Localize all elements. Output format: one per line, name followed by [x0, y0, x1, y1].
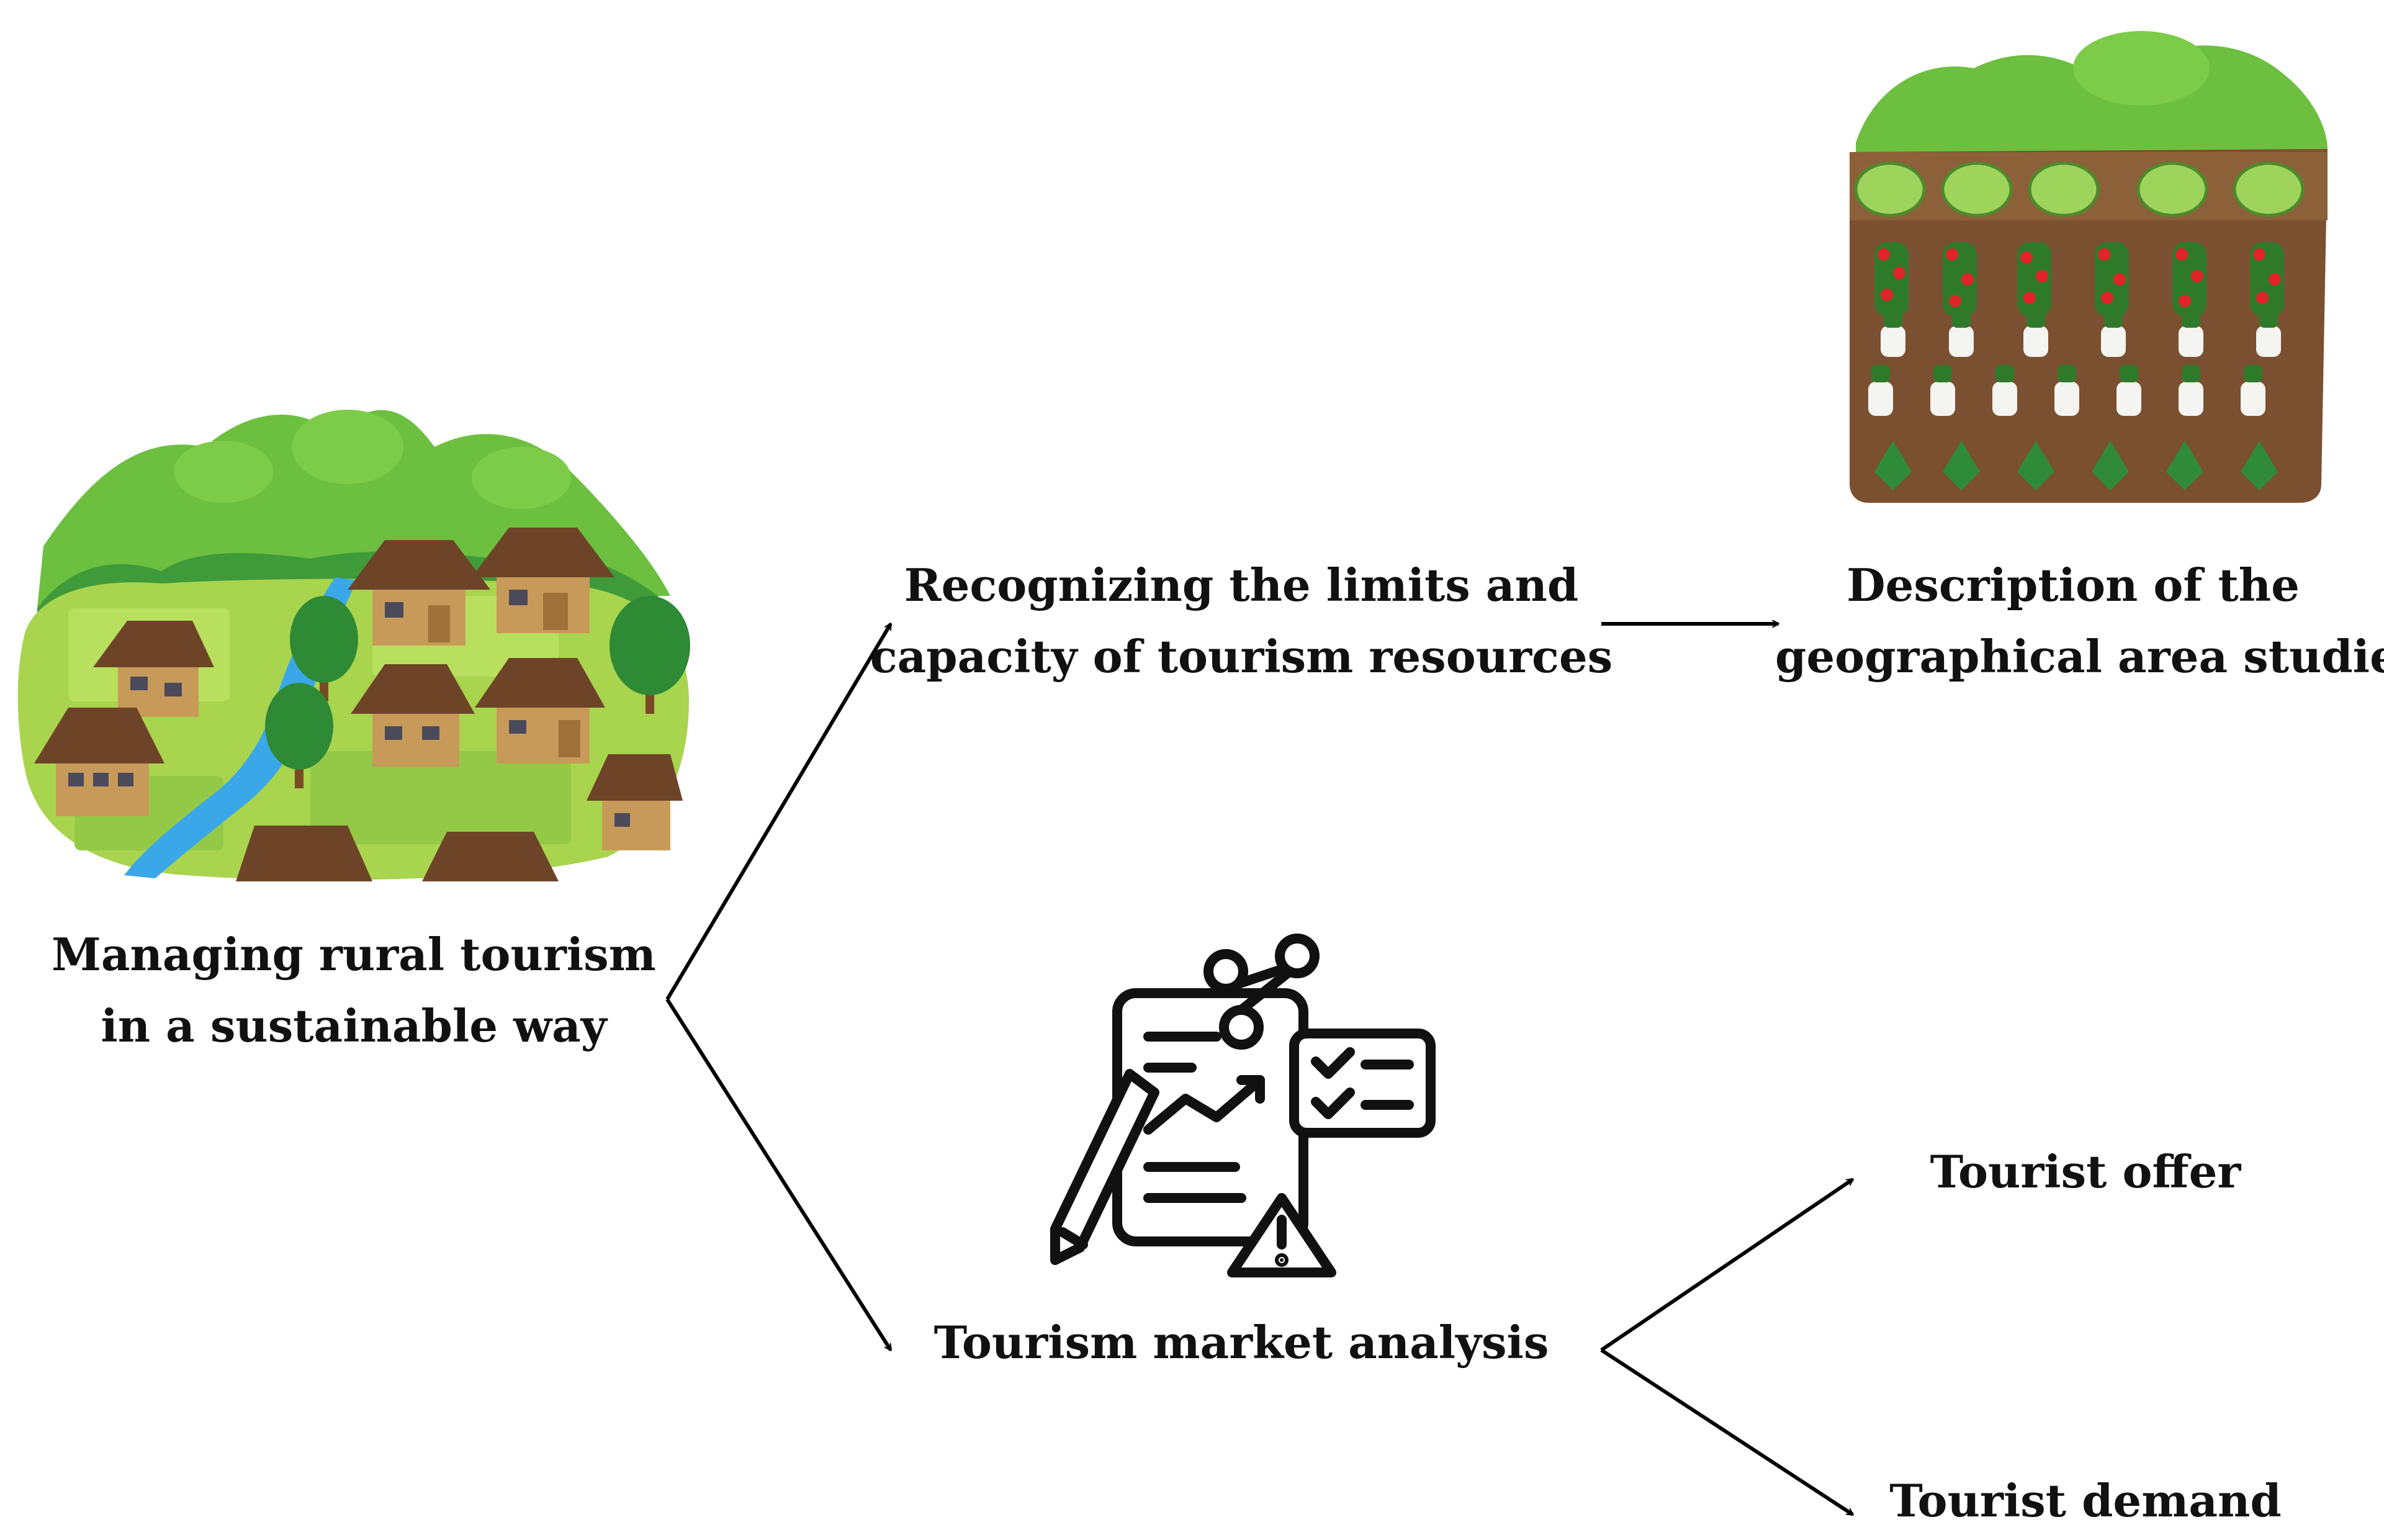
- connector-arrows: [665, 624, 1853, 1516]
- market-analysis-document-icon: [1050, 934, 1436, 1277]
- tourist-offer-label: Tourist offer: [1837, 1136, 2334, 1207]
- limits-capacity-label: Recognizing the limits and capacity of t…: [869, 549, 1614, 692]
- arrow-to-market: [665, 998, 893, 1350]
- vegetable-fields-illustration-icon: [1850, 31, 2328, 503]
- rural-tourism-line2: in a sustainable way: [101, 999, 607, 1052]
- limits-capacity-line1: Recognizing the limits and: [904, 559, 1579, 611]
- rural-tourism-line1: Managing rural tourism: [52, 928, 656, 981]
- arrow-to-demand: [1600, 1348, 1853, 1516]
- geo-area-label: Description of the geographical area stu…: [1775, 549, 2384, 692]
- tourist-demand-label: Tourist demand: [1837, 1465, 2334, 1536]
- limits-capacity-line2: capacity of tourism resources: [870, 630, 1613, 683]
- tourist-offer-line1: Tourist offer: [1930, 1145, 2241, 1198]
- village-illustration-icon: [17, 410, 690, 881]
- rural-tourism-label: Managing rural tourism in a sustainable …: [25, 919, 683, 1061]
- arrow-to-limits: [665, 624, 893, 1001]
- market-analysis-line1: Tourism market analysis: [933, 1316, 1549, 1369]
- geo-area-line2: geographical area studied: [1775, 630, 2384, 683]
- geo-area-line1: Description of the: [1846, 559, 2300, 611]
- arrow-to-offer: [1600, 1178, 1853, 1352]
- tourist-demand-line1: Tourist demand: [1889, 1474, 2282, 1527]
- market-analysis-label: Tourism market analysis: [869, 1307, 1614, 1378]
